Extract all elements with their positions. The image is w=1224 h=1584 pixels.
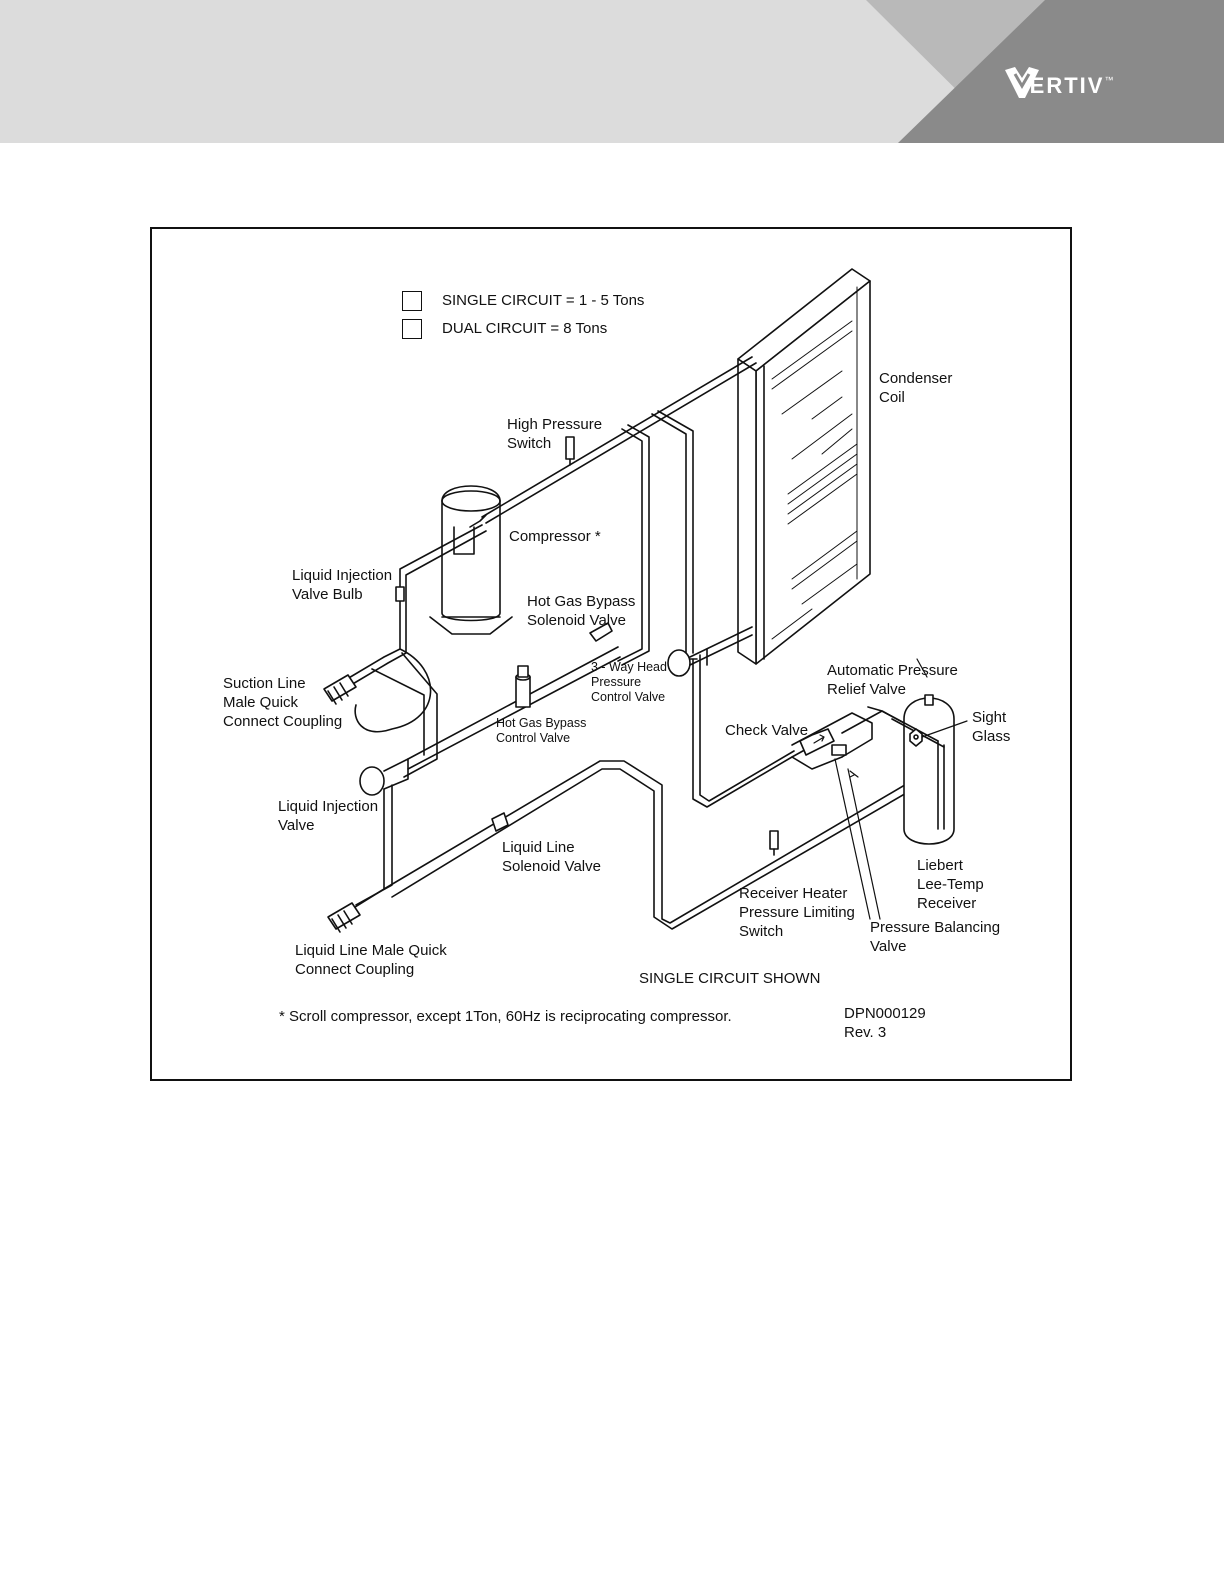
label-hot-gas-bypass-solenoid-valve: Hot Gas Bypass Solenoid Valve: [527, 593, 636, 629]
suction-coupling: [323, 674, 357, 705]
hot-gas-line: [617, 410, 698, 666]
label-sight-glass: Sight Glass: [972, 709, 1011, 745]
brand-trademark: ™: [1104, 75, 1114, 85]
label-liquid-injection-valve-bulb: Liquid Injection Valve Bulb: [292, 567, 393, 603]
label-liebert-lee-temp-receiver: Liebert Lee-Temp Receiver: [917, 857, 984, 912]
label-automatic-pressure-relief-valve: Automatic Pressure Relief Valve: [827, 662, 958, 698]
label-footnote: * Scroll compressor, except 1Ton, 60Hz i…: [279, 1008, 732, 1025]
check-valve: [799, 728, 835, 756]
liquid-line: [351, 760, 935, 930]
legend-box-dual: [402, 319, 422, 339]
condenser-coil: [737, 268, 871, 665]
compressor: [429, 485, 513, 635]
vertiv-logo-icon: [1005, 67, 1039, 98]
hot-gas-bypass-line: [407, 622, 621, 770]
liquid-line-coupling: [327, 902, 361, 933]
vertiv-logo: VERTIV ™: [1003, 66, 1113, 106]
high-pressure-switch: [565, 436, 575, 466]
receiver-heater-switch: [769, 830, 779, 856]
label-check-valve: Check Valve: [725, 722, 809, 739]
sight-glass: [909, 728, 923, 747]
label-suction-line-coupling: Suction Line Male Quick Connect Coupling: [223, 675, 343, 730]
label-high-pressure-switch: High Pressure Switch: [507, 416, 603, 452]
label-liquid-injection-valve: Liquid Injection Valve: [278, 798, 379, 834]
three-way-valve: [667, 626, 753, 677]
discharge-line: [469, 356, 757, 528]
legend-single-circuit: SINGLE CIRCUIT = 1 - 5 Tons: [442, 292, 645, 309]
capillary-tube: [354, 648, 432, 733]
label-compressor: Compressor *: [509, 528, 601, 545]
refrigeration-schematic: [323, 268, 968, 933]
label-hot-gas-bypass-control-valve: Hot Gas Bypass Control Valve: [496, 716, 587, 745]
page-header: VERTIV ™: [0, 0, 1224, 143]
label-three-way-valve: 3 - Way Head Pressure Control Valve: [591, 660, 667, 704]
label-receiver-heater-switch: Receiver Heater Pressure Limiting Switch: [739, 885, 855, 940]
label-condenser-coil: Condenser Coil: [879, 370, 953, 406]
label-single-circuit-shown: SINGLE CIRCUIT SHOWN: [639, 970, 821, 987]
diagram-frame: SINGLE CIRCUIT = 1 - 5 Tons DUAL CIRCUIT…: [150, 227, 1072, 1081]
label-dpn: DPN000129 Rev. 3: [844, 1005, 926, 1041]
legend-box-single: [402, 291, 422, 311]
leader-lines: [834, 658, 968, 920]
receiver-tank: [867, 694, 955, 845]
label-pressure-balancing-valve: Pressure Balancing Valve: [870, 919, 1001, 955]
legend-dual-circuit: DUAL CIRCUIT = 8 Tons: [442, 320, 608, 337]
header-graphic: [866, 0, 1224, 143]
pressure-balancing-valve: [831, 744, 859, 778]
label-liquid-line-solenoid-valve: Liquid Line Solenoid Valve: [502, 839, 601, 875]
label-liquid-line-coupling: Liquid Line Male Quick Connect Coupling: [295, 942, 447, 978]
